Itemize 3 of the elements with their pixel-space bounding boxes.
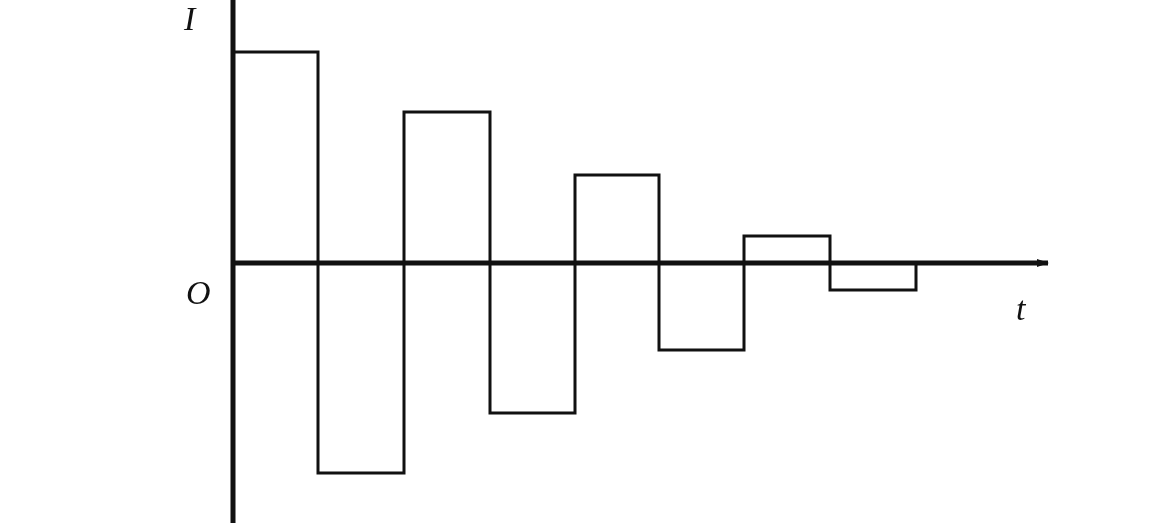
- axis-label: t: [1016, 292, 1026, 326]
- origin-label: O: [186, 276, 211, 310]
- axis-label: I: [184, 2, 196, 36]
